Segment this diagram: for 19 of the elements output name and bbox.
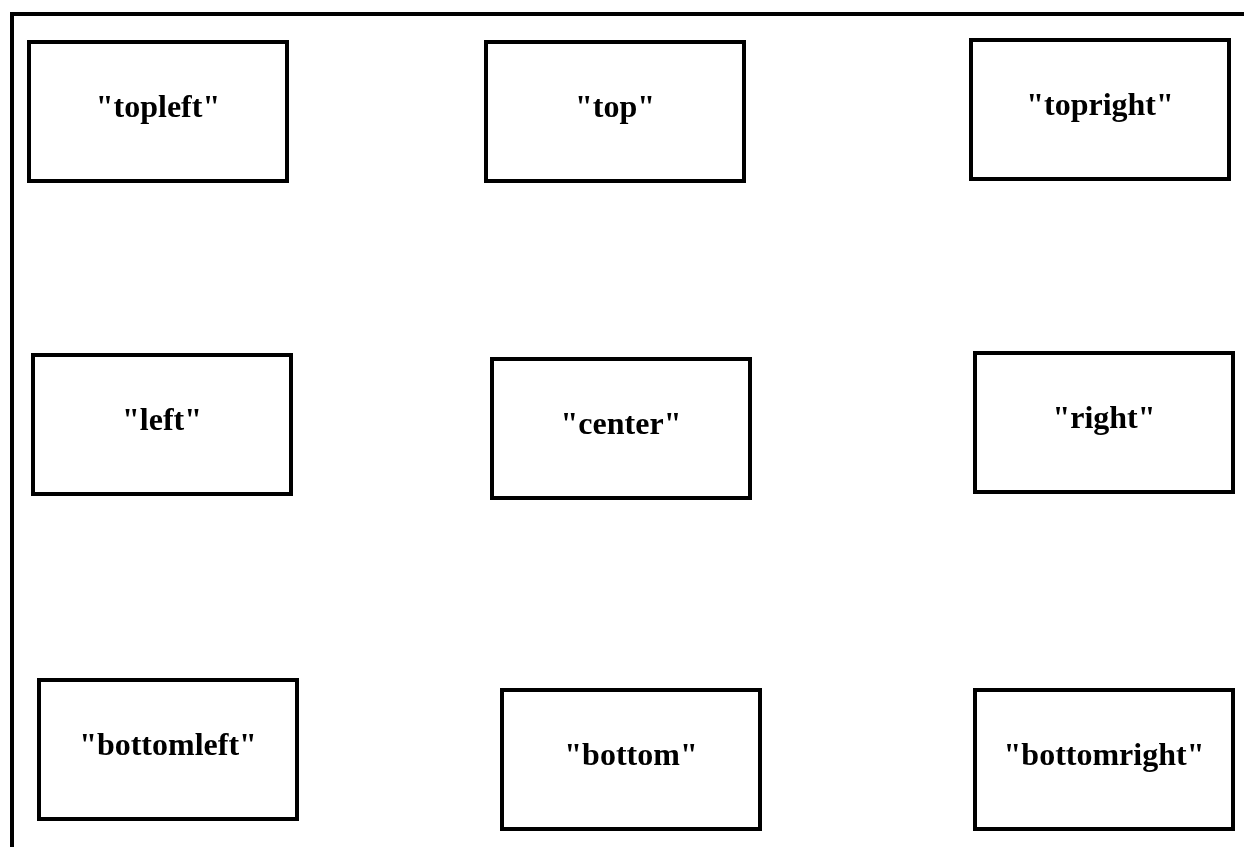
box-label: "bottomleft"	[79, 726, 257, 763]
label-box	[27, 40, 289, 183]
label-box	[973, 688, 1235, 831]
box-label: "right"	[1052, 399, 1156, 436]
label-box	[31, 353, 293, 496]
box-label: "left"	[122, 401, 202, 438]
box-label: "topright"	[1026, 86, 1174, 123]
frame-box	[10, 12, 1244, 847]
label-box	[37, 678, 299, 821]
box-label: "topleft"	[95, 88, 221, 125]
box-label: "bottom"	[564, 736, 698, 773]
box-label: "center"	[560, 405, 682, 442]
label-box	[969, 38, 1231, 181]
box-label: "bottomright"	[1003, 736, 1205, 773]
label-box	[490, 357, 752, 500]
label-box	[484, 40, 746, 183]
label-box	[973, 351, 1235, 494]
label-box	[500, 688, 762, 831]
box-label: "top"	[575, 88, 655, 125]
